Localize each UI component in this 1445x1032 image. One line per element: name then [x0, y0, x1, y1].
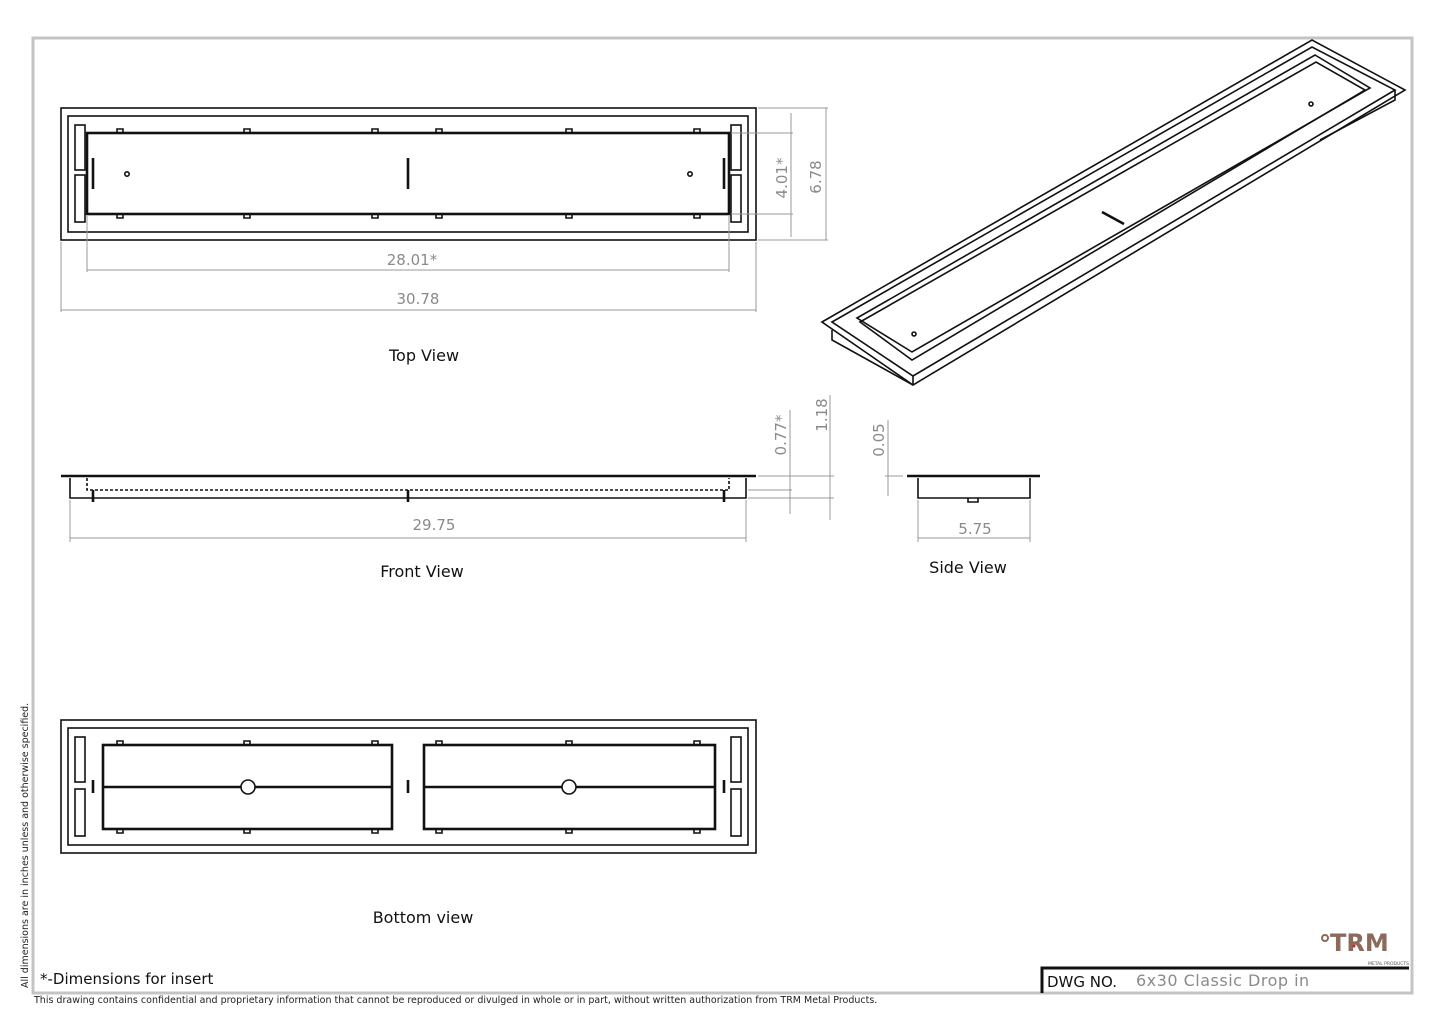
front-insert-depth-dim: 0.77* [772, 414, 790, 455]
top-width-dim: 6.78 [807, 160, 825, 193]
front-length-dim: 29.75 [413, 516, 456, 534]
top-insert-length-dim: 28.01* [387, 251, 438, 269]
logo-subtext: METAL PRODUCTS [1368, 961, 1409, 967]
front-depth-dim: 1.18 [813, 398, 831, 431]
side-flange-dim: 0.05 [870, 423, 888, 456]
top-view-label: Top View [388, 346, 459, 365]
side-width-dim: 5.75 [958, 520, 991, 538]
front-view-label: Front View [380, 562, 464, 581]
insert-note: *-Dimensions for insert [40, 970, 214, 988]
bottom-view: Bottom view [60, 719, 757, 927]
logo-text: TRM [1330, 929, 1389, 957]
top-length-dim: 30.78 [397, 290, 440, 308]
trm-logo: TRM METAL PRODUCTS [1321, 929, 1409, 967]
dwg-no-label: DWG NO. [1047, 973, 1117, 991]
side-view: 0.05 5.75 Side View [870, 420, 1040, 577]
top-insert-width-dim: 4.01* [773, 157, 791, 198]
sheet-border [31, 36, 1414, 995]
title-block: DWG NO. 6x30 Classic Drop in [1040, 966, 1409, 993]
isometric-view [820, 39, 1407, 386]
dwg-no-value: 6x30 Classic Drop in [1136, 971, 1310, 990]
confidential-note: This drawing contains confidential and p… [33, 995, 877, 1006]
bottom-view-label: Bottom view [373, 908, 474, 927]
side-view-label: Side View [929, 558, 1007, 577]
top-view: 28.01* 30.78 4.01* 6.78 Top View [60, 107, 828, 365]
units-note: All dimensions are in inches unless and … [20, 703, 31, 988]
front-view: 29.75 0.77* 1.18 Front View [61, 395, 834, 581]
